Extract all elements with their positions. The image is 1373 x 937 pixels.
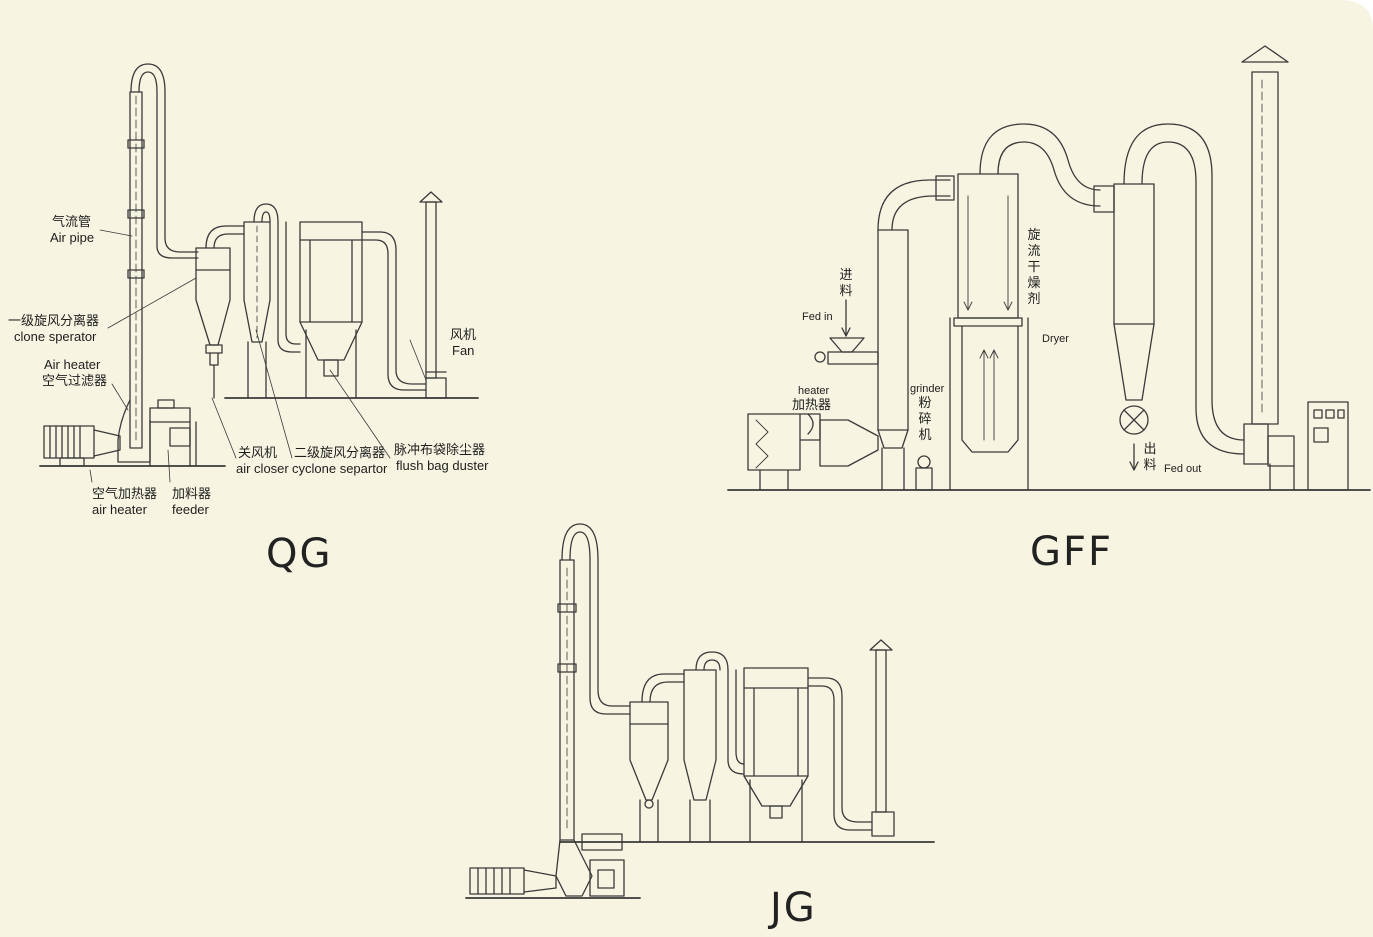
- gff-cyclone: [1113, 123, 1245, 471]
- qg-label-air-heater-top-en: Air heater: [44, 357, 101, 372]
- gff-label-dryer-cn: 旋流干燥剂: [1027, 228, 1041, 307]
- qg-label-air-pipe-en: Air pipe: [50, 230, 95, 245]
- qg-label-fan-en: Fan: [452, 343, 475, 358]
- jg-bag-duster: [743, 667, 873, 843]
- qg-label-air-closer-cn: 关风机: [238, 445, 278, 460]
- qg-label-feeder-en: feeder: [172, 502, 209, 517]
- gff-title: GFF: [1030, 529, 1114, 575]
- jg-title: JG: [770, 885, 817, 931]
- gff-label-heater-cn: 加热器: [792, 397, 832, 412]
- jg-air-heater: [469, 867, 557, 895]
- jg-feeder: [581, 833, 625, 897]
- gff-dryer: [949, 123, 1115, 491]
- qg-label-cyclone1-en: clone sperator: [14, 329, 97, 344]
- qg-leaders: [89, 229, 427, 483]
- qg-label-fan-cn: 风机: [450, 327, 477, 342]
- qg-label-feeder-cn: 加料器: [172, 486, 212, 501]
- qg-air-heater: [43, 425, 121, 467]
- qg-fan: [419, 191, 447, 399]
- jg-fan-chimney: [869, 639, 895, 837]
- gff-label-dryer-en: Dryer: [1042, 333, 1069, 345]
- gff-riser: [877, 175, 955, 491]
- qg-label-cyclone1-cn: 一级旋风分离器: [8, 313, 100, 328]
- jg-cyclone-2: [683, 651, 745, 843]
- jg-cyclone-1: [629, 673, 685, 843]
- qg-label-air-closer-en: air closer: [236, 461, 289, 476]
- gff-label-grinder-cn: 粉碎机: [918, 396, 932, 443]
- gff-control-box: [1307, 401, 1349, 491]
- qg-bag-duster: [299, 221, 427, 399]
- qg-feeder: [149, 399, 197, 467]
- gff-label-feed-in-en: Fed in: [802, 311, 833, 323]
- qg-cyclone-1: [195, 225, 245, 399]
- gff-label-out-cn: 出料: [1143, 442, 1157, 473]
- qg-label-air-heater-top-cn: 空气过滤器: [42, 373, 108, 388]
- gff-grinder: [915, 455, 933, 491]
- gff-feeder: [814, 299, 879, 365]
- qg-drawing: [39, 63, 479, 483]
- qg-label-bag-en: flush bag duster: [396, 458, 489, 473]
- jg-air-pipe: [555, 523, 631, 897]
- qg-label-heater-cn: 空气加热器: [92, 486, 158, 501]
- qg-label-bag-cn: 脉冲布袋除尘器: [394, 442, 486, 457]
- qg-label-air-pipe-cn: 气流管: [52, 214, 92, 229]
- gff-label-heater-en: heater: [798, 385, 830, 397]
- gff-drawing: [727, 45, 1371, 491]
- qg-air-pipe: [117, 63, 199, 463]
- qg-label-cyclone2-en: cyclone separtor: [292, 461, 388, 476]
- qg-label-cyclone2-cn: 二级旋风分离器: [294, 445, 386, 460]
- jg-drawing: [465, 523, 935, 899]
- gff-label-grinder-en: grinder: [910, 383, 945, 395]
- gff-label-feed-in-cn: 进料: [839, 268, 853, 299]
- gff-fan-chimney: [1241, 45, 1295, 491]
- qg-label-heater-en: air heater: [92, 502, 147, 517]
- gff-heater: [747, 413, 879, 491]
- gff-label-out-en: Fed out: [1164, 463, 1202, 475]
- qg-cyclone-2: [243, 203, 301, 399]
- qg-title: QG: [266, 531, 333, 577]
